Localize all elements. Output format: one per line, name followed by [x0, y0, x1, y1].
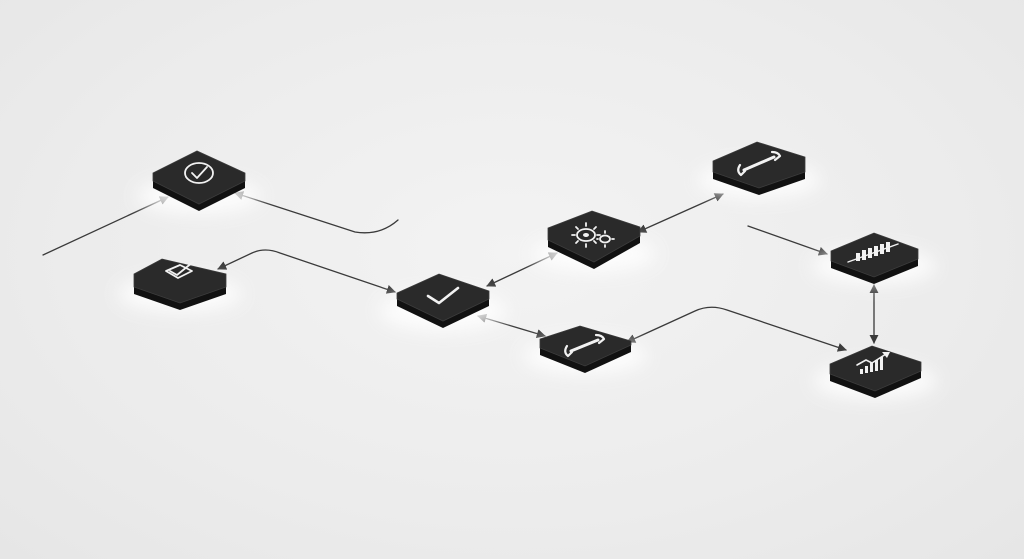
tile-wrench-top	[697, 141, 821, 198]
wrench-icon	[564, 333, 606, 358]
connectors	[42, 191, 879, 352]
tile-check	[379, 273, 507, 331]
connector-gears-to-wrench-top	[637, 193, 724, 233]
tile-trend-chart	[813, 345, 937, 399]
bar-chart-icon	[847, 242, 899, 263]
checkbox-icon	[165, 261, 194, 279]
check-icon	[426, 286, 460, 305]
tile-wrench-bottom	[523, 325, 647, 374]
trend-chart-icon	[856, 352, 890, 374]
connector-wrench-bottom-to-trend-chart	[626, 306, 847, 352]
tile-bar-chart	[812, 232, 936, 284]
gears-icon	[571, 222, 615, 248]
connector-open-to-check-circle	[234, 191, 399, 234]
wrench-icon	[737, 150, 782, 177]
tile-checkbox	[118, 258, 242, 312]
tile-gears	[532, 210, 656, 272]
check-circle-icon	[184, 162, 214, 184]
connector-left-to-check-circle	[42, 196, 169, 256]
connector-checkbox-to-check	[217, 249, 396, 294]
tile-check-circle	[137, 150, 261, 214]
connector-open-to-bar-chart	[747, 225, 828, 256]
